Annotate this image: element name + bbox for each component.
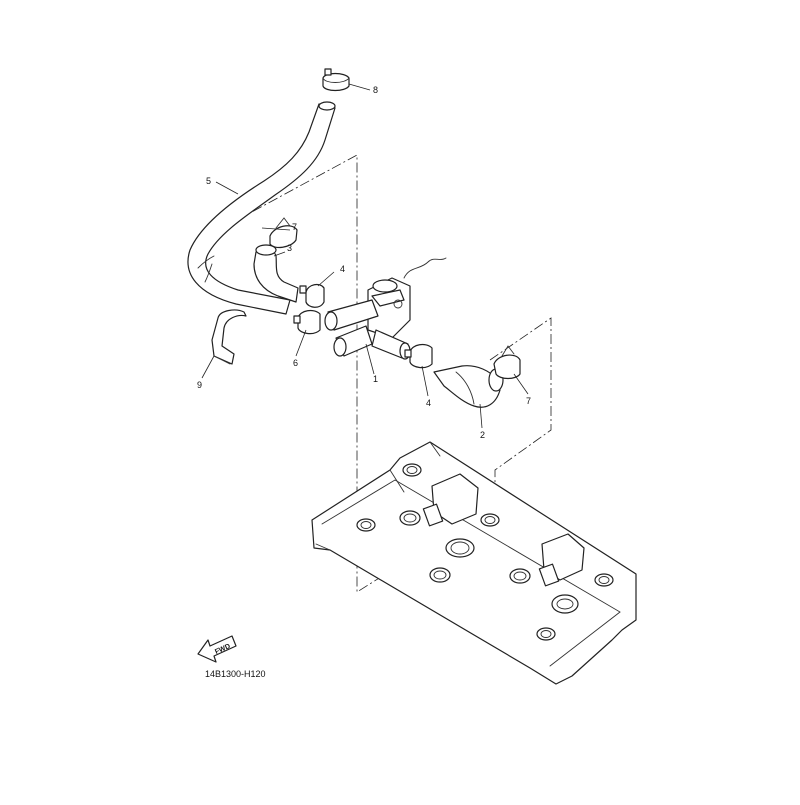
hose-part-3	[253, 244, 299, 303]
hose-part-2	[433, 365, 504, 408]
callout-8: 8	[373, 85, 378, 95]
callout-7-lower: 7	[526, 396, 531, 406]
callout-labels: 8 5 7 3 4 6 1 4 2 7 9	[197, 85, 531, 440]
callout-6: 6	[293, 358, 298, 368]
cylinder-head-cover	[311, 441, 637, 685]
callout-3: 3	[287, 243, 292, 253]
clamp-part-8	[322, 68, 350, 92]
bolt-holes	[356, 463, 614, 641]
callout-4-lower: 4	[426, 398, 431, 408]
air-induction-port-left	[422, 473, 479, 527]
callout-1: 1	[373, 374, 378, 384]
clamp-part-4-upper	[299, 283, 325, 308]
clamp-part-4-lower	[404, 343, 433, 369]
air-induction-port-right	[538, 533, 585, 587]
callout-7-upper: 7	[292, 222, 297, 232]
drawing-code: 14B1300-H120	[205, 669, 266, 679]
forward-arrow-icon: FWD	[197, 635, 237, 663]
callout-5: 5	[206, 176, 211, 186]
callout-4-upper: 4	[340, 264, 345, 274]
valve-part-1	[324, 257, 447, 360]
clamp-part-7-lower	[493, 345, 521, 380]
callout-2: 2	[480, 430, 485, 440]
leader-lines	[201, 83, 529, 429]
bracket-part-9	[211, 309, 247, 365]
clamp-part-6	[293, 309, 321, 335]
hose-part-5	[187, 101, 336, 315]
callout-9: 9	[197, 380, 202, 390]
